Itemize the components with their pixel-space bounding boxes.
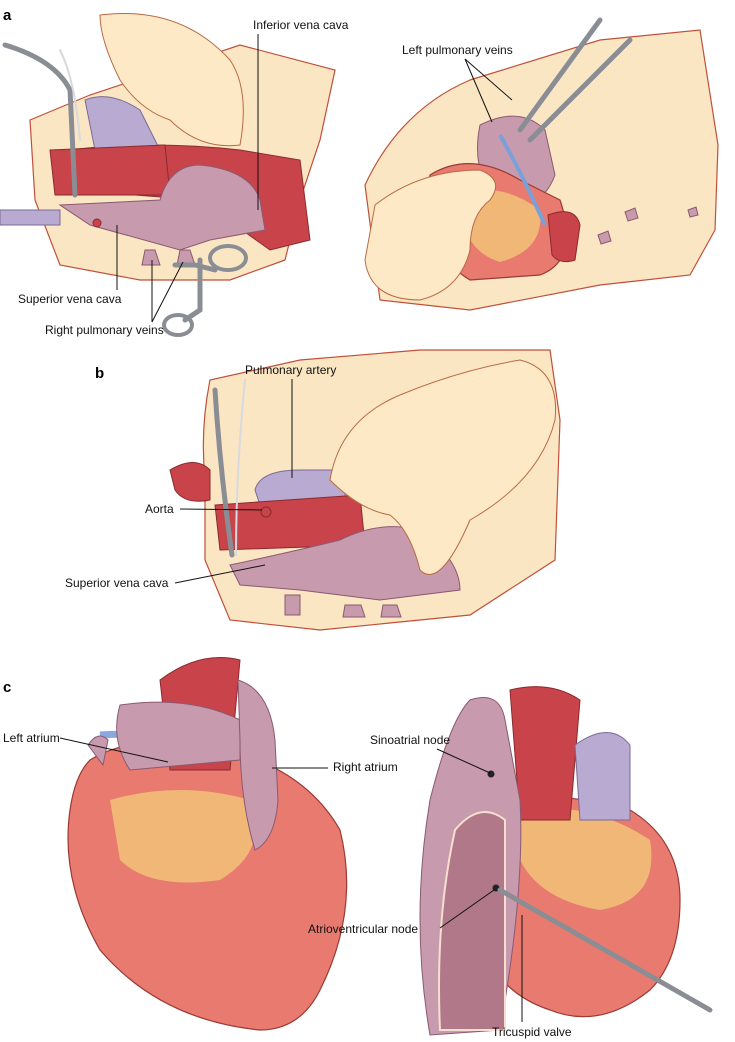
leader-aorta — [179, 508, 263, 511]
label-superior-vena-cava-b: Superior vena cava — [65, 576, 169, 590]
label-left-atrium: Left atrium — [3, 731, 60, 745]
leader-right-pulmonary-veins — [151, 260, 184, 323]
panel-c-left-heart-illustration — [67, 657, 348, 1031]
label-aorta: Aorta — [145, 502, 174, 516]
leader-left-atrium — [59, 737, 169, 763]
panel-a-right-illustration — [364, 17, 719, 311]
label-pulmonary-artery: Pulmonary artery — [245, 363, 336, 377]
panel-a-left-illustration — [0, 12, 336, 337]
panel-b-letter: b — [95, 365, 104, 382]
leader-sinoatrial-node — [436, 748, 491, 774]
label-tricuspid-valve: Tricuspid valve — [492, 1025, 572, 1039]
leader-left-pulmonary-veins — [464, 58, 513, 123]
leader-superior-vena-cava-b — [174, 564, 266, 584]
panel-c-right-heart-illustration — [419, 686, 713, 1036]
label-atrioventricular-node: Atrioventricular node — [308, 922, 418, 936]
label-sinoatrial-node: Sinoatrial node — [370, 733, 450, 747]
leader-atrioventricular-node — [439, 889, 495, 929]
label-right-atrium: Right atrium — [333, 760, 398, 774]
panel-b-illustration — [169, 349, 561, 631]
label-right-pulmonary-veins: Right pulmonary veins — [45, 323, 164, 337]
panel-a-letter: a — [3, 7, 12, 24]
label-inferior-vena-cava: Inferior vena cava — [253, 18, 349, 32]
label-left-pulmonary-veins: Left pulmonary veins — [402, 43, 513, 57]
panel-c-letter: c — [3, 679, 11, 696]
label-superior-vena-cava-a: Superior vena cava — [18, 292, 122, 306]
